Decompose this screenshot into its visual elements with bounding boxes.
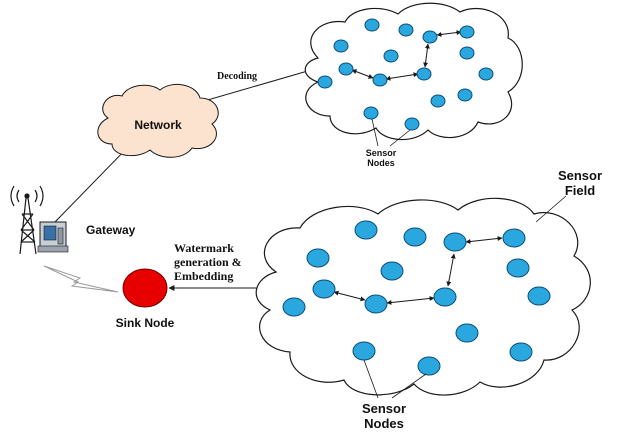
gateway-network-link	[54, 144, 131, 223]
gateway-label: Gateway	[86, 223, 136, 237]
sensor-field-label: Sensor	[558, 168, 602, 183]
sink-node-label: Sink Node	[116, 316, 175, 330]
sensor-node	[502, 228, 526, 248]
sensor-node	[422, 30, 438, 44]
field-label-pointer	[535, 195, 567, 223]
sensor-node	[416, 67, 432, 81]
bottom-label-pointer	[363, 359, 379, 399]
watermark-label: generation &	[174, 255, 242, 269]
top-sensor-nodes	[317, 18, 494, 131]
computer-icon	[37, 221, 69, 253]
sensor-node	[383, 49, 399, 63]
top-sensor-nodes-label: Sensor	[366, 148, 397, 158]
sensor-node	[527, 286, 551, 306]
sensor-node	[457, 88, 473, 102]
sink-node	[122, 268, 168, 308]
decoding-label: Decoding	[217, 71, 257, 82]
bottom-sensor-nodes-label: Nodes	[364, 416, 404, 431]
sensor-node	[372, 73, 388, 87]
sensor-node	[459, 25, 475, 39]
sensor-node	[430, 94, 446, 108]
sensor-node	[380, 261, 404, 281]
sensor-node	[282, 297, 306, 317]
watermark-label: Embedding	[174, 269, 233, 283]
top-label-pointer	[389, 129, 411, 147]
sensor-node	[433, 287, 457, 307]
bottom-sensor-nodes-label: Sensor	[362, 401, 406, 416]
sensor-node	[506, 258, 530, 278]
sensor-node	[363, 106, 379, 120]
bottom-sensor-nodes	[282, 220, 551, 376]
network-label: Network	[134, 118, 182, 132]
sensor-node	[364, 18, 380, 32]
sensor-node	[443, 232, 467, 252]
sensor-node	[404, 117, 420, 131]
sensor-node	[317, 75, 333, 89]
top-label-pointer	[371, 118, 379, 147]
sensor-node	[333, 39, 349, 53]
sensor-node	[306, 248, 330, 268]
sensor-node	[455, 323, 479, 343]
sensor-node	[398, 23, 414, 37]
sensor-node	[417, 356, 441, 376]
sensor-field-label: Field	[565, 183, 595, 198]
sensor-node	[459, 46, 475, 60]
network-cloud	[97, 83, 219, 158]
top-routing-path	[351, 30, 462, 81]
lightning-bolt-icon	[43, 265, 119, 293]
sensor-node	[509, 342, 533, 362]
sensor-node	[312, 279, 336, 299]
sensor-node	[354, 220, 378, 240]
sensor-node	[478, 67, 494, 81]
sensor-node	[403, 227, 427, 247]
sensor-node	[364, 294, 388, 314]
radio-tower-icon	[10, 185, 44, 255]
sensor-node	[338, 62, 354, 76]
top-sensor-nodes-label: Nodes	[367, 158, 395, 168]
watermark-label: Watermark	[174, 241, 234, 255]
sensor-node	[352, 341, 376, 361]
bottom-routing-path	[333, 236, 503, 306]
bottom-label-pointer	[391, 373, 427, 399]
